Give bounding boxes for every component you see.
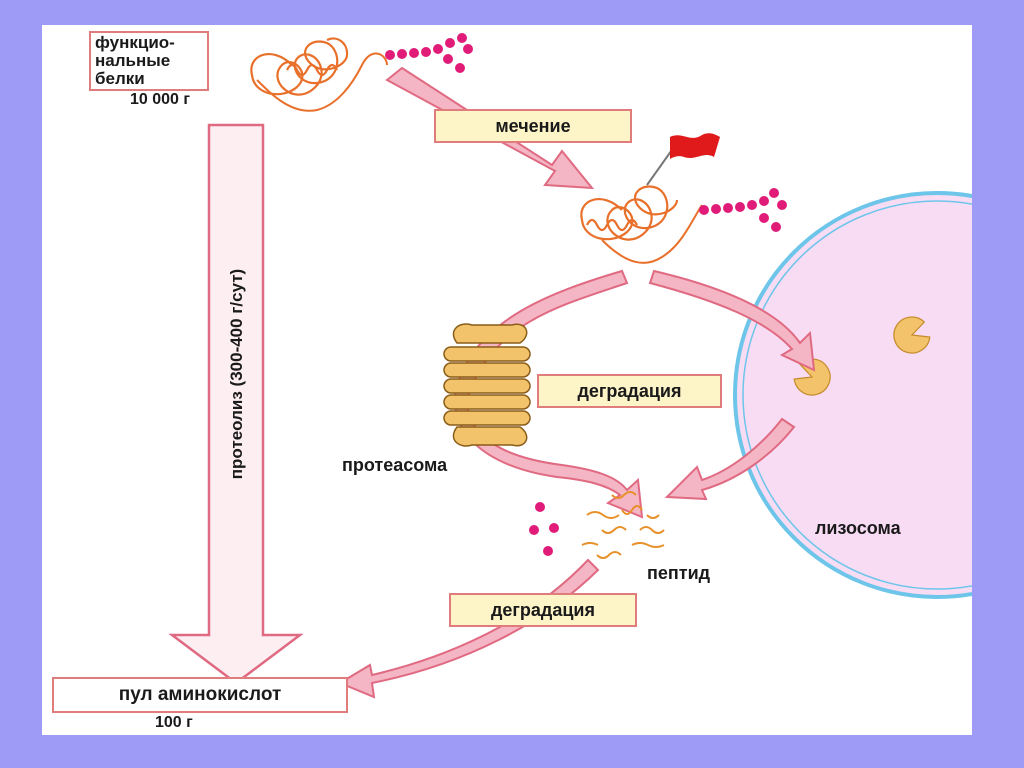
proteasome-label: протеасома xyxy=(342,455,448,475)
functional-proteins-label: функцио- нальные белки xyxy=(95,33,175,88)
proteolysis-arrow xyxy=(168,123,304,685)
proteolysis-arrow-shape xyxy=(168,123,304,685)
ubiquitin-flag-icon xyxy=(646,133,720,186)
lysosome-branch-arrow xyxy=(648,269,816,501)
protein-degradation-diagram xyxy=(168,33,972,699)
degradation-arrow-shape xyxy=(337,558,600,699)
labeled-protein-chain xyxy=(580,185,679,241)
lysosome-entry-shape xyxy=(648,269,816,372)
lysosome-label: лизосома xyxy=(815,518,901,538)
proteasome-icon xyxy=(443,323,531,447)
labeled-protein-tail xyxy=(601,204,703,264)
degradation-to-pool-arrow xyxy=(337,558,600,699)
labeling-label: мечение xyxy=(434,109,632,143)
proteolysis-label: протеолиз (300-400 г/сут) xyxy=(227,268,246,480)
lysosome-inner-membrane xyxy=(742,200,972,590)
peptide-fragments xyxy=(581,491,665,559)
amino-acid-pool-box: пул аминокислот xyxy=(52,677,348,713)
peptide-label: пептид xyxy=(647,563,711,583)
functional-proteins-box: функцио- нальные белки xyxy=(89,31,209,91)
functional-proteins-mass: 10 000 г xyxy=(130,91,191,108)
lysosome-membrane xyxy=(733,191,972,599)
diagram-canvas: функцио- нальные белки 10 000 г мечение … xyxy=(42,25,972,735)
labeled-protein-icon xyxy=(580,185,703,264)
protein-helix xyxy=(286,63,338,77)
amino-acid-pool-mass: 100 г xyxy=(155,714,193,731)
protein-tail xyxy=(256,52,388,112)
amino-acid-dots xyxy=(529,502,559,556)
protein-chain xyxy=(250,37,349,96)
lysosome-exit-shape xyxy=(664,417,796,501)
glycan-chain-labeled xyxy=(699,188,787,232)
amino-acid-pool-label: пул аминокислот xyxy=(118,684,282,705)
labeled-protein-helix xyxy=(586,218,638,232)
degradation-label-bottom: деградация xyxy=(449,593,637,627)
degradation-label-top: деградация xyxy=(537,374,722,408)
glycan-chain-top xyxy=(385,33,473,73)
lysosome xyxy=(733,191,972,599)
lysosomal-enzyme-icon xyxy=(893,316,931,354)
functional-protein-icon xyxy=(250,37,388,112)
flag-icon xyxy=(670,133,720,159)
